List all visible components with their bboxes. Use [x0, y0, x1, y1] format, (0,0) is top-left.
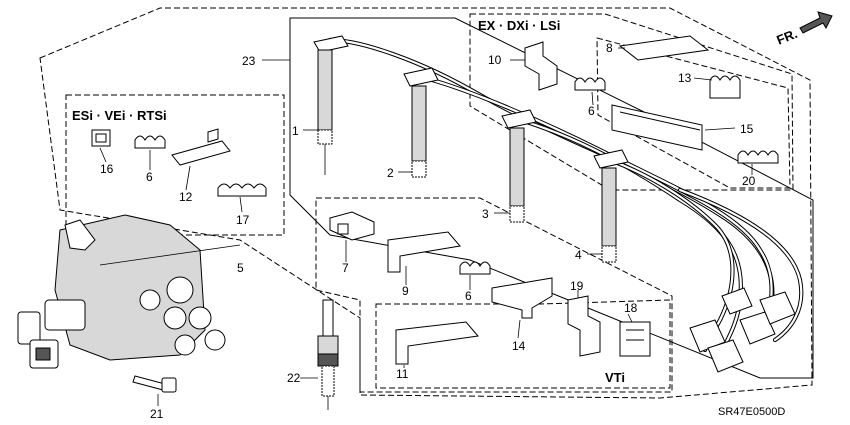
callout-6-top: 6 [588, 104, 595, 118]
callout-12: 12 [179, 190, 193, 204]
callout-11: 11 [396, 367, 409, 381]
holder-8 [618, 35, 710, 61]
callout-18: 18 [624, 301, 638, 315]
plug-lead-1 [313, 35, 349, 175]
callout-19: 19 [570, 279, 584, 293]
holder-18 [619, 321, 651, 357]
holder-14 [491, 277, 553, 319]
callout-7: 7 [342, 261, 349, 275]
callout-6-left: 6 [146, 170, 153, 184]
ex-dxi-lsi-box [469, 13, 794, 191]
callout-2: 2 [387, 166, 394, 180]
group-label-vti: VTi [605, 370, 625, 385]
callout-5: 5 [237, 261, 244, 275]
callout-9: 9 [402, 284, 409, 298]
holder-6-mid [459, 261, 491, 275]
callout-4: 4 [575, 248, 582, 262]
callout-6-mid: 6 [465, 289, 472, 303]
callout-23: 23 [242, 54, 256, 68]
callout-13: 13 [678, 71, 692, 85]
esi-vei-rtsi-box [65, 94, 285, 236]
arrow-icon [799, 11, 833, 34]
distributor-boots [689, 287, 796, 373]
callout-14: 14 [512, 339, 526, 353]
group-label-esi-vei-rtsi: ESi · VEi · RTSi [72, 108, 167, 123]
front-direction-label: FR. [774, 26, 799, 48]
callout-8: 8 [606, 41, 613, 55]
holder-9 [387, 231, 461, 273]
holder-12 [171, 128, 231, 166]
holder-6-top [574, 77, 606, 91]
front-direction-arrow: FR. [774, 11, 833, 48]
distributor [17, 214, 241, 369]
callout-21: 21 [150, 407, 164, 421]
callout-16: 16 [100, 162, 114, 176]
callout-15: 15 [740, 122, 754, 136]
holder-17 [217, 183, 267, 197]
diagram-code: SR47E0500D [718, 406, 785, 418]
holder-6-left [134, 135, 166, 149]
callout-17: 17 [236, 213, 250, 227]
callout-10: 10 [488, 53, 502, 67]
holder-16 [91, 129, 111, 147]
callout-22: 22 [287, 371, 301, 385]
plug-lead-3 [501, 109, 537, 223]
holder-15 [611, 104, 703, 151]
holder-11 [395, 321, 479, 365]
plug-lead-2 [403, 67, 439, 178]
holder-13 [709, 75, 741, 99]
leader-lines [99, 47, 753, 368]
ex-dxi-lsi-subbox [596, 37, 791, 189]
spark-plug [300, 299, 339, 410]
plug-lead-4 [593, 149, 629, 263]
group-label-ex-dxi-lsi: EX · DXi · LSi [478, 18, 560, 33]
holder-7 [329, 211, 375, 241]
holder-10 [524, 41, 558, 91]
assembly-boundary [39, 7, 813, 399]
callout-1: 1 [292, 124, 299, 138]
callout-3: 3 [482, 207, 489, 221]
holder-19 [567, 295, 601, 357]
distributor-bolt [132, 375, 177, 406]
holder-20 [737, 150, 779, 164]
callout-20: 20 [742, 174, 756, 188]
